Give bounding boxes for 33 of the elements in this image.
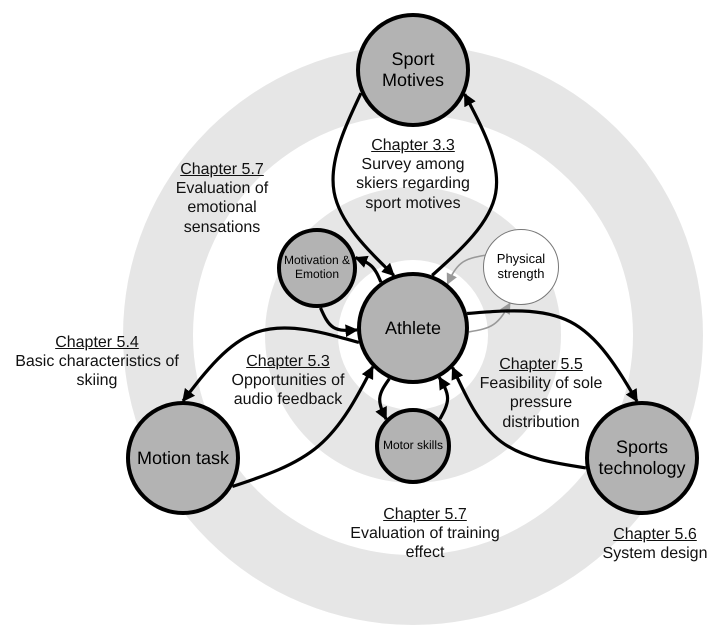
chapter-heading: Chapter 5.3 (245, 352, 331, 372)
arrow (468, 302, 511, 333)
chapter-heading: Chapter 5.6 (612, 525, 698, 544)
arrow (375, 378, 391, 420)
chapter-heading: Chapter 5.5 (498, 355, 584, 374)
chapter-description: Evaluation of emotional sensations (174, 179, 270, 237)
arrow (438, 376, 451, 420)
node-label: Athlete (384, 318, 442, 338)
node-label: Sports technology (597, 437, 687, 479)
arrow (466, 309, 638, 402)
arrow (354, 256, 382, 283)
node-label: Motor skills (382, 439, 443, 453)
arrow (446, 254, 485, 285)
chapter-heading: Chapter 5.7 (382, 505, 468, 524)
chapter-description: System design (602, 544, 708, 564)
chapter-description: Basic characteristics of skiing (14, 352, 180, 391)
chapter-heading: Chapter 5.4 (54, 333, 140, 352)
chapter-description: Opportunities of audio feedback (230, 371, 346, 410)
chapter-heading: Chapter 5.7 (179, 160, 265, 180)
arrow (451, 366, 586, 470)
arrow (431, 92, 498, 277)
arrow (182, 326, 360, 402)
node-label: Sport Motives (380, 49, 445, 91)
arrow (232, 366, 374, 488)
chapter-heading: Chapter 3.3 (370, 136, 456, 156)
node-label: Physical strength (496, 252, 546, 282)
node-label: Motion task (136, 448, 230, 468)
chapter-description: Survey among skiers regarding sport motives (355, 155, 471, 213)
arrow (319, 307, 358, 338)
chapter-description: Feasibility of sole pressure distribution (478, 374, 604, 432)
node-label: Motivation & Emotion (282, 254, 352, 282)
chapter-description: Evaluation of training effect (349, 524, 501, 563)
arrow (331, 92, 395, 277)
